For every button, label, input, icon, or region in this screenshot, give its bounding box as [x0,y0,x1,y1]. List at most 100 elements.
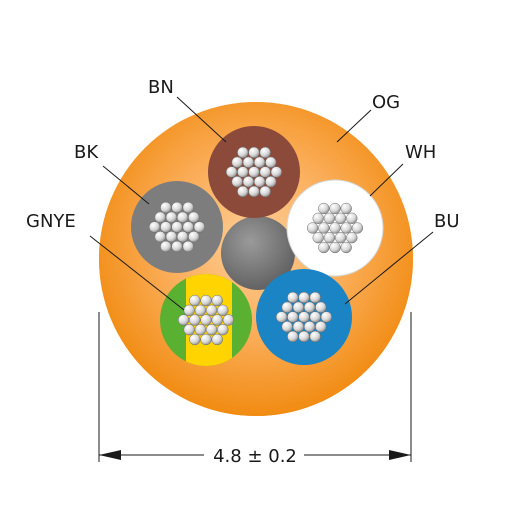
conductor-strand [323,232,336,244]
conductor-strand [248,185,260,198]
conductor-strand [265,176,277,188]
conductor-strand [242,156,255,168]
conductor-strand [346,212,358,224]
conductor-strand [189,314,201,326]
conductor-strand [200,333,212,346]
conductor-strand [298,291,310,304]
conductor-strand [237,146,249,159]
strands-bn [225,146,283,198]
leader-line-gnye [89,235,185,311]
conductor-strand [340,222,352,234]
conductor-strand [334,232,347,244]
conductor-strand [183,304,195,316]
leader-line-og [336,109,372,143]
conductor-strand [217,304,229,316]
conductor-strand [315,321,327,333]
conductor-strand [231,176,243,188]
conductor-strand [171,240,183,253]
conductor-strand [171,201,183,214]
strands-wh [306,202,364,254]
conductor-strand [303,301,316,313]
strands-gnye [177,294,235,346]
leader-line-wh [369,163,404,197]
conductor-strand [211,333,223,346]
conductor-strand [177,314,190,326]
conductor-strand [237,185,249,198]
leader-line-bk [102,165,150,205]
conductor-strand [165,231,178,243]
conductor-strands [148,146,364,346]
label-bn: BN [148,77,174,98]
label-og: OG [372,92,400,113]
strands-bu [275,291,333,343]
conductor-strand [329,202,341,215]
conductor-strand [303,321,316,333]
conductor-strand [211,294,223,307]
conductor-strand [329,241,341,254]
conductor-strand [309,311,321,323]
conductor-strand [160,240,172,253]
conductor-strand [225,166,238,178]
conductor-strand [287,291,299,304]
conductor-strand [148,221,161,233]
dimension-arrow-left [99,450,121,460]
conductor-strand [292,321,305,333]
conductor-strand [340,202,352,215]
conductor-strand [281,321,293,333]
leader-line-bn [176,96,227,143]
conductor-strand [253,176,266,188]
center-filler [221,216,295,290]
label-wh: WH [405,142,436,163]
conductor-strand [351,222,364,234]
label-gnye: GNYE [26,211,76,232]
conductor-strand [189,333,201,346]
conductor-strand [259,146,271,159]
conductor-strand [160,221,172,233]
conductor-strand [306,222,319,234]
conductor-strand [259,166,271,178]
conductor-strand [318,202,330,215]
conductor-strand [248,146,260,159]
conductor-strand [194,324,207,336]
conductor-strand [298,330,310,343]
conductor-strand [323,212,336,224]
conductor-strand [188,211,200,223]
conductor-strand [242,176,255,188]
conductor-strand [320,311,333,323]
conductor-strand [281,301,293,313]
conductor-strand [165,211,178,223]
dimension-label: 4.8 ± 0.2 [213,446,297,467]
conductor-strand [259,185,271,198]
strands-bk [148,201,206,253]
conductor-strand [194,304,207,316]
conductor-strand [217,324,229,336]
conductor-strand [329,222,341,234]
conductor-strand [334,212,347,224]
conductor-strand [287,330,299,343]
conductor-strand [318,241,330,254]
conductor-strand [275,311,288,323]
conductor-strand [270,166,283,178]
conductor-strand [154,231,166,243]
leader-line-bu [344,231,434,305]
dimension-arrow-right [389,450,411,460]
conductor-strand [193,221,206,233]
conductor-strand [183,324,195,336]
conductor-strand [318,222,330,234]
conductor-strand [176,231,189,243]
conductor-strand [231,156,243,168]
conductor-strand [237,166,249,178]
label-bu: BU [434,211,460,232]
conductor-strand [182,221,194,233]
conductor-strand [315,301,327,313]
conductor-strand [205,304,218,316]
conductor-strand [182,201,194,214]
conductor-strand [309,330,321,343]
conductor-strand [200,314,212,326]
conductor-strand [265,156,277,168]
conductor-strand [189,294,201,307]
conductor-strand [182,240,194,253]
conductor-strand [312,232,324,244]
conductor-strand [211,314,223,326]
conductor-strand [287,311,299,323]
